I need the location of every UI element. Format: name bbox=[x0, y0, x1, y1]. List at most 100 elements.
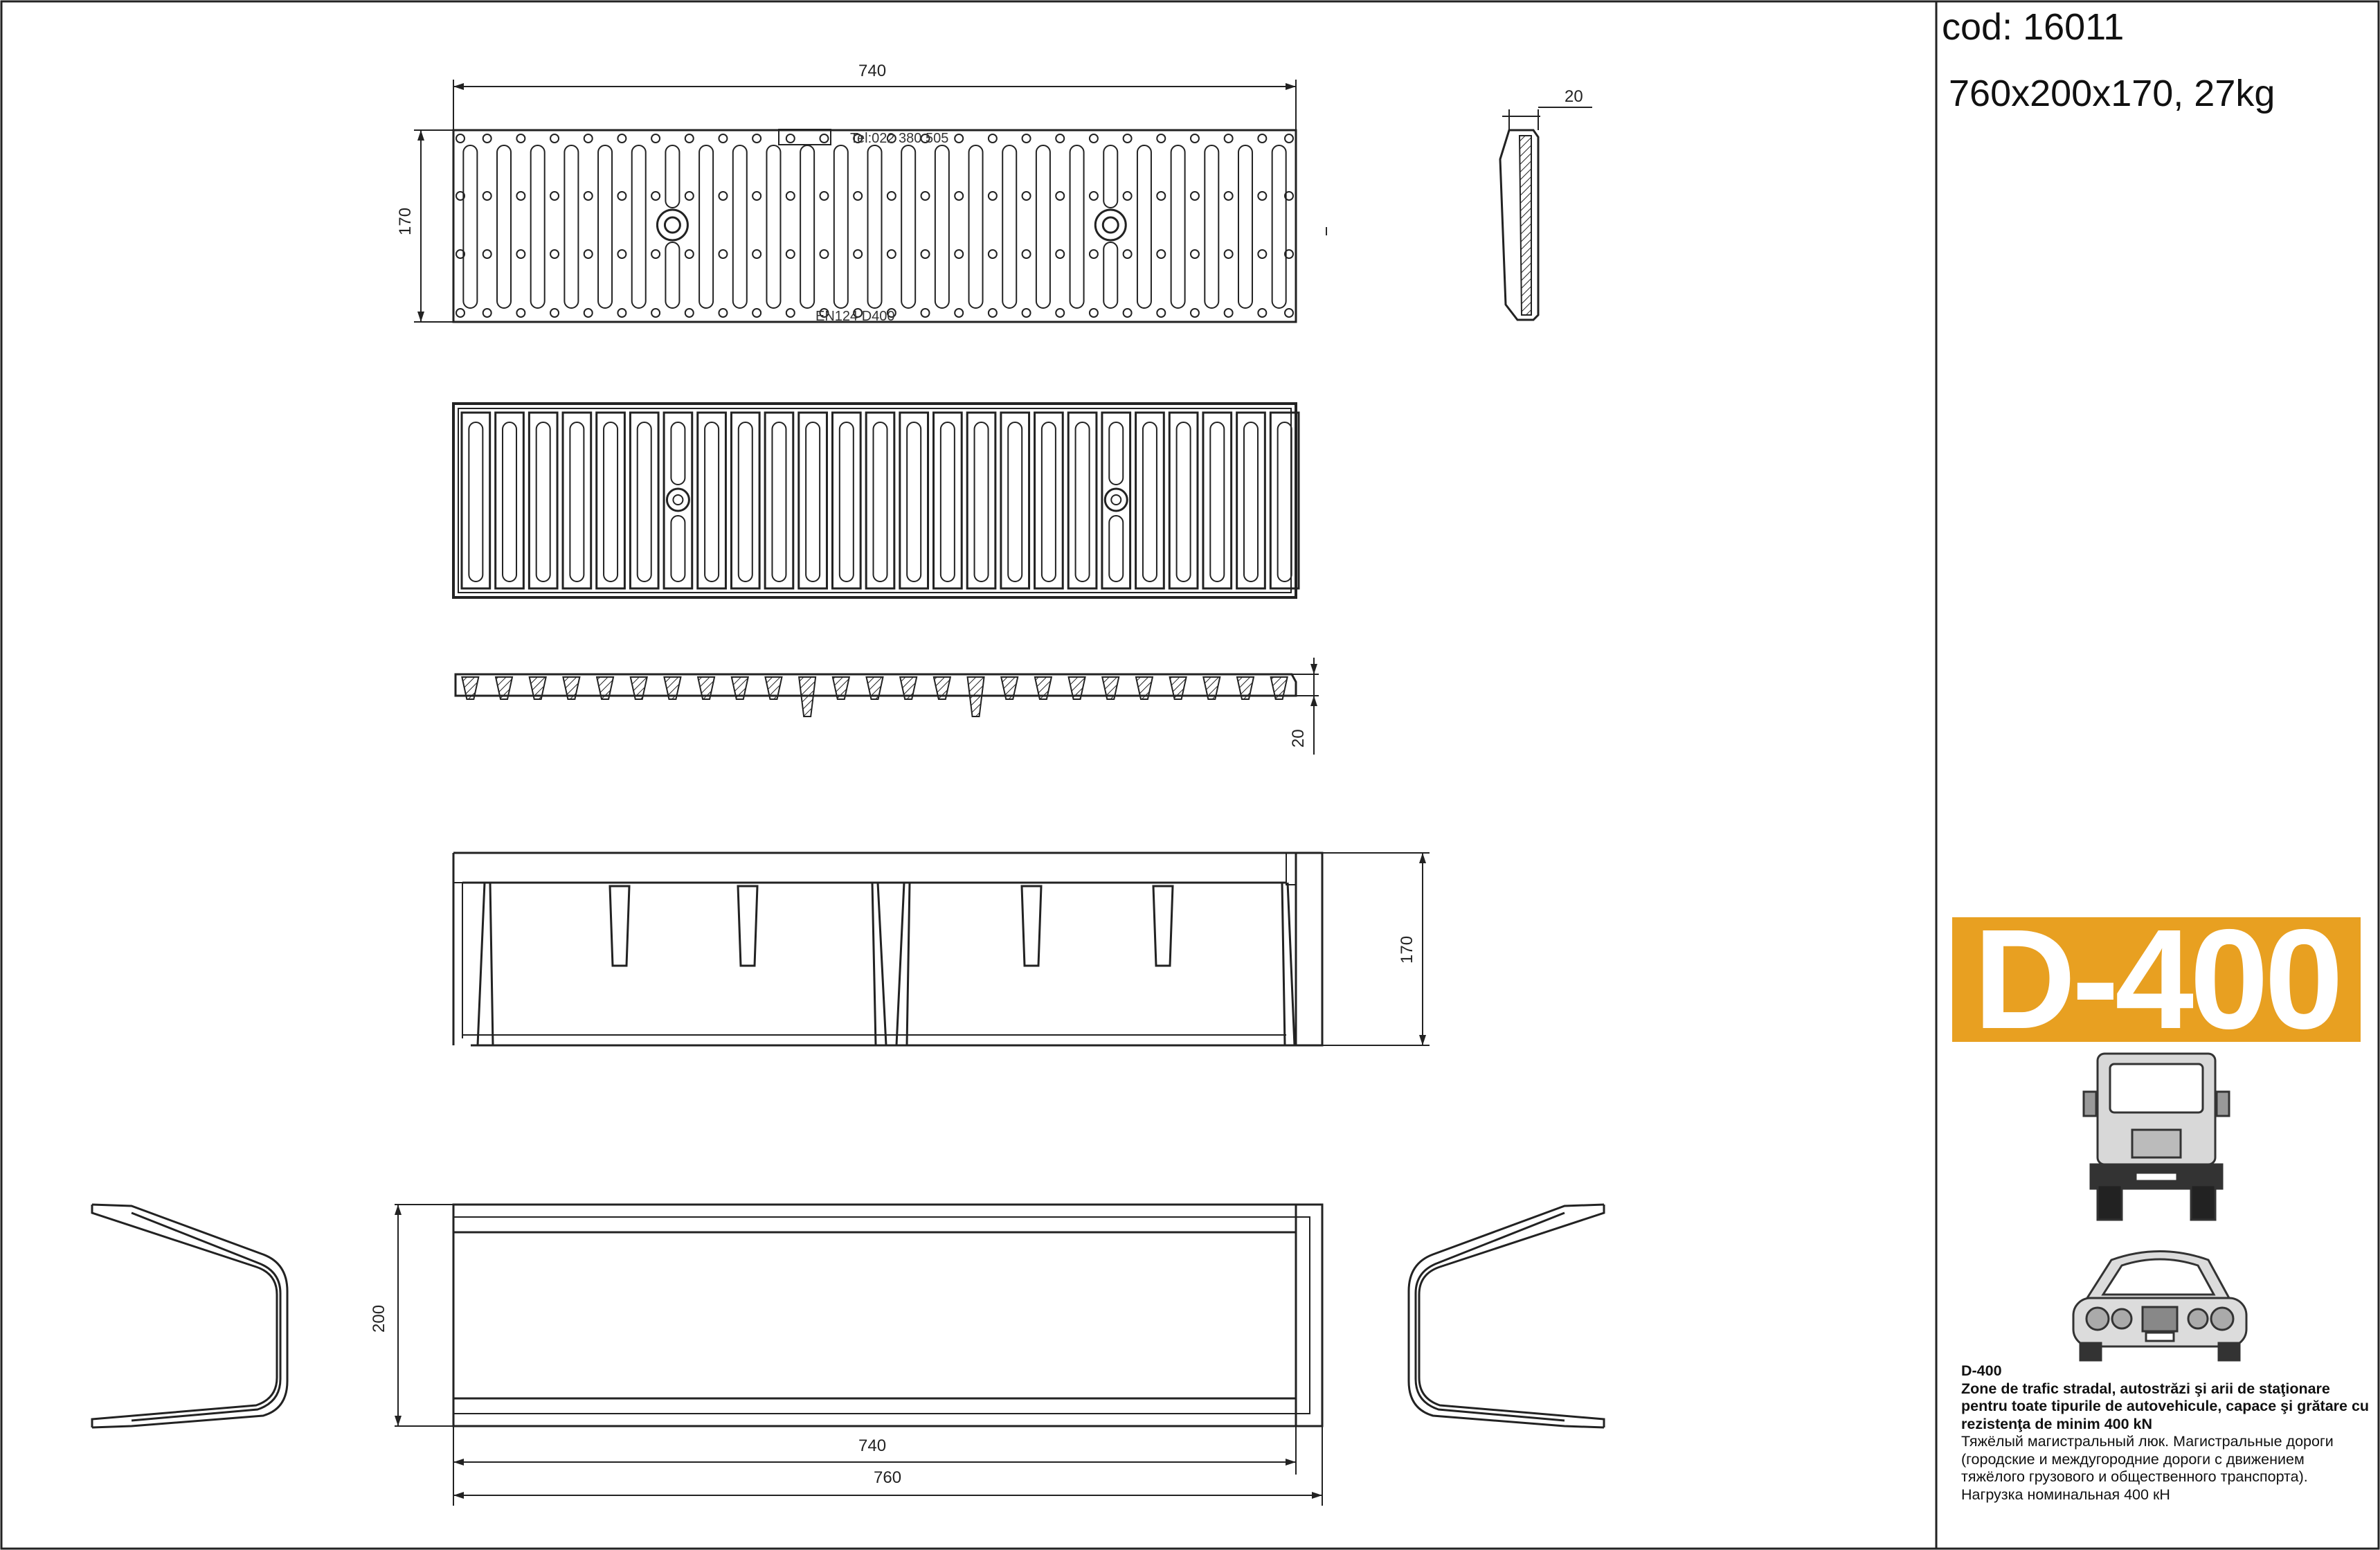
rivet bbox=[1257, 249, 1268, 259]
channel-tooth bbox=[1152, 885, 1174, 967]
rivet bbox=[752, 191, 762, 201]
section-rib bbox=[562, 676, 581, 700]
slot bbox=[670, 422, 686, 485]
slot bbox=[1103, 145, 1119, 208]
rivet bbox=[718, 249, 728, 259]
rivet bbox=[1055, 134, 1065, 143]
rivet bbox=[785, 249, 795, 259]
rivet bbox=[617, 308, 627, 318]
channel-tooth bbox=[608, 885, 631, 967]
slot bbox=[665, 242, 680, 309]
slot bbox=[1136, 145, 1152, 309]
slot bbox=[1007, 422, 1023, 582]
section-rib bbox=[1000, 676, 1019, 700]
rivet bbox=[954, 191, 964, 201]
slot bbox=[906, 422, 922, 582]
rib-cell bbox=[1067, 411, 1098, 590]
rivet bbox=[583, 249, 593, 259]
desc-ru-load: Нагрузка номинальная 400 кН bbox=[1961, 1486, 2170, 1503]
slot bbox=[665, 145, 680, 208]
rivet bbox=[482, 308, 492, 318]
slot bbox=[901, 145, 917, 309]
rivet bbox=[651, 249, 661, 259]
rivet bbox=[1021, 308, 1031, 318]
rivet bbox=[1223, 134, 1234, 143]
slot bbox=[1074, 422, 1090, 582]
rivet bbox=[550, 308, 560, 318]
rib-cell bbox=[1202, 411, 1233, 590]
rivet bbox=[1122, 191, 1133, 201]
rivet bbox=[1284, 134, 1294, 143]
slot bbox=[1142, 422, 1157, 582]
grate-outline bbox=[452, 129, 1297, 323]
rib-cell bbox=[865, 411, 896, 590]
rivet bbox=[651, 134, 661, 143]
section-rib bbox=[663, 676, 682, 700]
rivet bbox=[987, 308, 998, 318]
slot bbox=[597, 145, 613, 309]
top-view: Tel:022 380 505 EN124 D400 740 170 bbox=[396, 62, 1297, 324]
rivet bbox=[617, 191, 627, 201]
rib-cell bbox=[1236, 411, 1266, 590]
rivet bbox=[1021, 134, 1031, 143]
rivet bbox=[1055, 308, 1065, 318]
rivet bbox=[651, 191, 661, 201]
rib-cell bbox=[561, 411, 593, 590]
rivet bbox=[651, 308, 661, 318]
rivet bbox=[987, 249, 998, 259]
dim-width: 200 bbox=[370, 1305, 388, 1333]
slot bbox=[939, 422, 955, 582]
slot bbox=[934, 145, 950, 309]
slot bbox=[867, 145, 883, 309]
slot bbox=[530, 145, 546, 309]
rivet bbox=[853, 134, 863, 143]
rib-cell bbox=[831, 411, 862, 590]
rivet bbox=[1156, 249, 1166, 259]
slot bbox=[698, 145, 714, 309]
section-rib bbox=[696, 676, 716, 700]
marking-phone: Tel:022 380 505 bbox=[850, 131, 948, 146]
rivet bbox=[1257, 308, 1268, 318]
rib-cell bbox=[1269, 411, 1300, 590]
rivet bbox=[886, 134, 896, 143]
rivet bbox=[785, 191, 795, 201]
slot bbox=[1103, 242, 1119, 309]
rivet bbox=[516, 134, 526, 143]
rivet bbox=[583, 308, 593, 318]
rivet bbox=[718, 308, 728, 318]
slot bbox=[968, 145, 984, 309]
section-rib bbox=[1202, 676, 1221, 700]
lock-bolt bbox=[672, 494, 684, 505]
section-rib bbox=[1270, 676, 1288, 700]
car-icon bbox=[2072, 1250, 2248, 1362]
rivet bbox=[1284, 308, 1294, 318]
rivet bbox=[684, 308, 694, 318]
rivet bbox=[920, 191, 930, 201]
slot bbox=[1035, 145, 1051, 309]
rivet bbox=[550, 191, 560, 201]
rivet bbox=[516, 191, 526, 201]
section-rib bbox=[1135, 676, 1154, 700]
rivet bbox=[785, 134, 795, 143]
section-rib bbox=[1067, 676, 1086, 700]
rivet bbox=[456, 134, 465, 143]
bottom-view bbox=[452, 402, 1300, 599]
dim-height: 170 bbox=[396, 208, 415, 235]
rivet bbox=[987, 191, 998, 201]
section-rib bbox=[1101, 676, 1120, 700]
rivet bbox=[785, 308, 795, 318]
dim-length: 740 bbox=[858, 62, 886, 80]
rivet bbox=[1055, 191, 1065, 201]
dim-thickness: 20 bbox=[1565, 87, 1583, 106]
slot bbox=[805, 422, 821, 582]
slot bbox=[1271, 145, 1287, 309]
dim-inner: 740 bbox=[858, 1436, 886, 1455]
rib-cell bbox=[1034, 411, 1064, 590]
rivet bbox=[819, 191, 829, 201]
rivet bbox=[954, 308, 964, 318]
lock-bolt bbox=[663, 216, 681, 234]
section-rib bbox=[595, 676, 615, 700]
slot bbox=[502, 422, 518, 582]
rivet bbox=[718, 134, 728, 143]
